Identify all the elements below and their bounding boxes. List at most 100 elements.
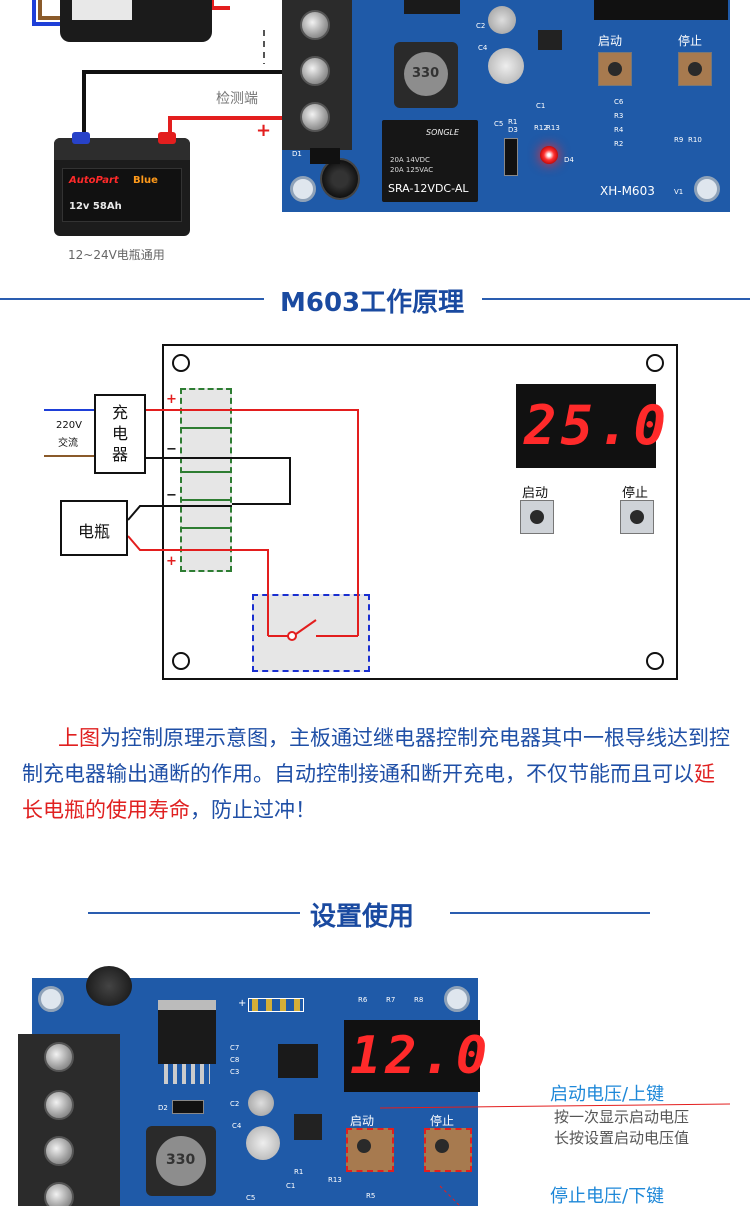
silk-r13: R13: [328, 1176, 342, 1184]
principle-display-value: 25.0: [524, 394, 671, 457]
silk-r13: R13: [546, 124, 560, 132]
silk-c5: C5: [494, 120, 504, 128]
start-button[interactable]: [598, 52, 632, 86]
desc-part2: 为控制原理示意图，主板通过继电器控制充电器其中一根导线达到控制充电器输出通断的作…: [22, 726, 730, 786]
terminal-screw: [300, 56, 330, 86]
silk-d2: D2: [158, 1104, 168, 1112]
pcb-board-top: D1 330 C2 C4 SONGLE 20A 14VDC 20A 125VAC…: [282, 0, 730, 212]
board-model: XH-M603: [600, 184, 655, 198]
battery-brand-a: AutoPart: [69, 175, 119, 186]
charger-body: [60, 0, 212, 42]
terminal-screw: [300, 10, 330, 40]
inductor-value: 330: [166, 1152, 196, 1168]
silk-r9: R9: [674, 136, 684, 144]
settings-stop-button[interactable]: [424, 1128, 472, 1172]
controller-chip: [278, 1044, 318, 1078]
btn-stop-label: 停止: [678, 34, 703, 48]
silk-r12: R12: [534, 124, 548, 132]
silk-r1: R1: [294, 1168, 304, 1176]
battery-label-panel: AutoPart Blue 12v 58Ah: [62, 168, 182, 222]
settings-title-rule-right: [450, 912, 650, 914]
desc-part3: 延长电瓶的使用寿命: [22, 762, 715, 822]
silk-r4: R4: [614, 126, 624, 134]
settings-display-value: 12.0: [350, 1026, 492, 1086]
capacitor-c2: [488, 6, 516, 34]
inductor: 330: [394, 42, 458, 108]
charger-box: 充 电 器: [94, 394, 146, 474]
terminal-screw: [300, 102, 330, 132]
description-paragraph: 上图为控制原理示意图，主板通过继电器控制充电器其中一根导线达到控制充电器输出通断…: [22, 720, 732, 828]
silk-c8: C8: [230, 1056, 240, 1064]
battery-box: 电瓶: [60, 500, 128, 556]
charger-label-sticker: [72, 0, 132, 20]
silk-d3: D3: [508, 126, 518, 134]
principle-mount-hole: [172, 354, 190, 372]
led-d4: [540, 146, 558, 164]
settings-segment-display: 12.0: [344, 1020, 492, 1092]
silk-c1: C1: [286, 1182, 296, 1190]
relay-line1: 20A 14VDC: [390, 156, 430, 164]
relay-brand: SONGLE: [426, 128, 460, 137]
desc-part4: ，防止过冲！: [190, 798, 316, 822]
silk-d1: D1: [292, 150, 302, 158]
silk-c3: C3: [230, 1068, 240, 1076]
stop-button[interactable]: [678, 52, 712, 86]
principle-btn-stop-label: 停止: [622, 486, 649, 501]
settings-title: 设置使用: [310, 902, 415, 932]
plus-sign: +: [256, 120, 272, 141]
terminal-plus-2: +: [166, 554, 177, 569]
terminal-screw: [44, 1182, 74, 1206]
battery-pos-terminal: [158, 132, 176, 144]
pin-header: [248, 998, 304, 1012]
principle-segment-display: 25.0: [516, 384, 671, 468]
principle-start-button[interactable]: [520, 500, 554, 534]
ac-voltage-label: 220V: [56, 420, 82, 431]
large-capacitor: [86, 966, 132, 1006]
silk-c2: C2: [476, 22, 486, 30]
silk-r10: R10: [688, 136, 702, 144]
mount-hole: [694, 176, 720, 202]
silk-c2: C2: [230, 1100, 240, 1108]
inductor-core: [404, 52, 448, 96]
battery-brand-b: Blue: [133, 175, 158, 186]
ac-label: 交流: [58, 438, 78, 449]
charger-box-label: 充 电 器: [111, 403, 128, 464]
principle-btn-start-label: 启动: [522, 486, 549, 501]
battery-neg-terminal: [72, 132, 90, 144]
silk-d4: D4: [564, 156, 574, 164]
voltage-regulator: [538, 30, 562, 50]
terminal-screw: [44, 1090, 74, 1120]
terminal-screw: [44, 1136, 74, 1166]
battery-box-label: 电瓶: [77, 522, 110, 541]
start-voltage-desc-1: 按一次显示启动电压: [554, 1108, 690, 1126]
principle-wiring: [44, 409, 359, 641]
inductor-value: 330: [412, 66, 440, 81]
terminal-minus-2: −: [166, 488, 177, 503]
regulator-pins: [164, 1064, 210, 1084]
car-battery: AutoPart Blue 12v 58Ah: [54, 132, 190, 236]
relay: SONGLE 20A 14VDC 20A 125VAC SRA-12VDC-AL: [382, 120, 478, 202]
terminal-block-area: [180, 388, 232, 572]
silk-r5: R5: [366, 1192, 376, 1200]
relay-area: [252, 594, 370, 672]
stop-voltage-label: 停止电压/下键: [550, 1186, 665, 1206]
header-plus: +: [238, 998, 247, 1009]
terminal-minus-1: −: [166, 442, 177, 457]
mount-hole: [38, 986, 64, 1012]
battery-spec: 12v 58Ah: [69, 201, 122, 212]
inductor-core: [156, 1136, 206, 1186]
detect-end-label: 检测端: [216, 91, 258, 107]
silk-r7: R7: [386, 996, 396, 1004]
settings-btn-start-label: 启动: [350, 1114, 375, 1128]
principle-stop-button[interactable]: [620, 500, 654, 534]
diode-d3: [504, 138, 518, 176]
relay-line2: 20A 125VAC: [390, 166, 434, 174]
capacitor: [320, 158, 360, 200]
principle-mount-hole: [646, 354, 664, 372]
principle-mount-hole: [646, 652, 664, 670]
top-photo-section: AutoPart Blue 12v 58Ah 12~24V电瓶通用 检测端 + …: [0, 0, 750, 270]
settings-start-button[interactable]: [346, 1128, 394, 1172]
terminal-plus-1: +: [166, 392, 177, 407]
relay-model: SRA-12VDC-AL: [388, 182, 469, 195]
pcb-board-bottom: C7 C8 C3 + D2 C2 C4 C1 C5 330 R6 R7 R8 R…: [18, 966, 492, 1206]
